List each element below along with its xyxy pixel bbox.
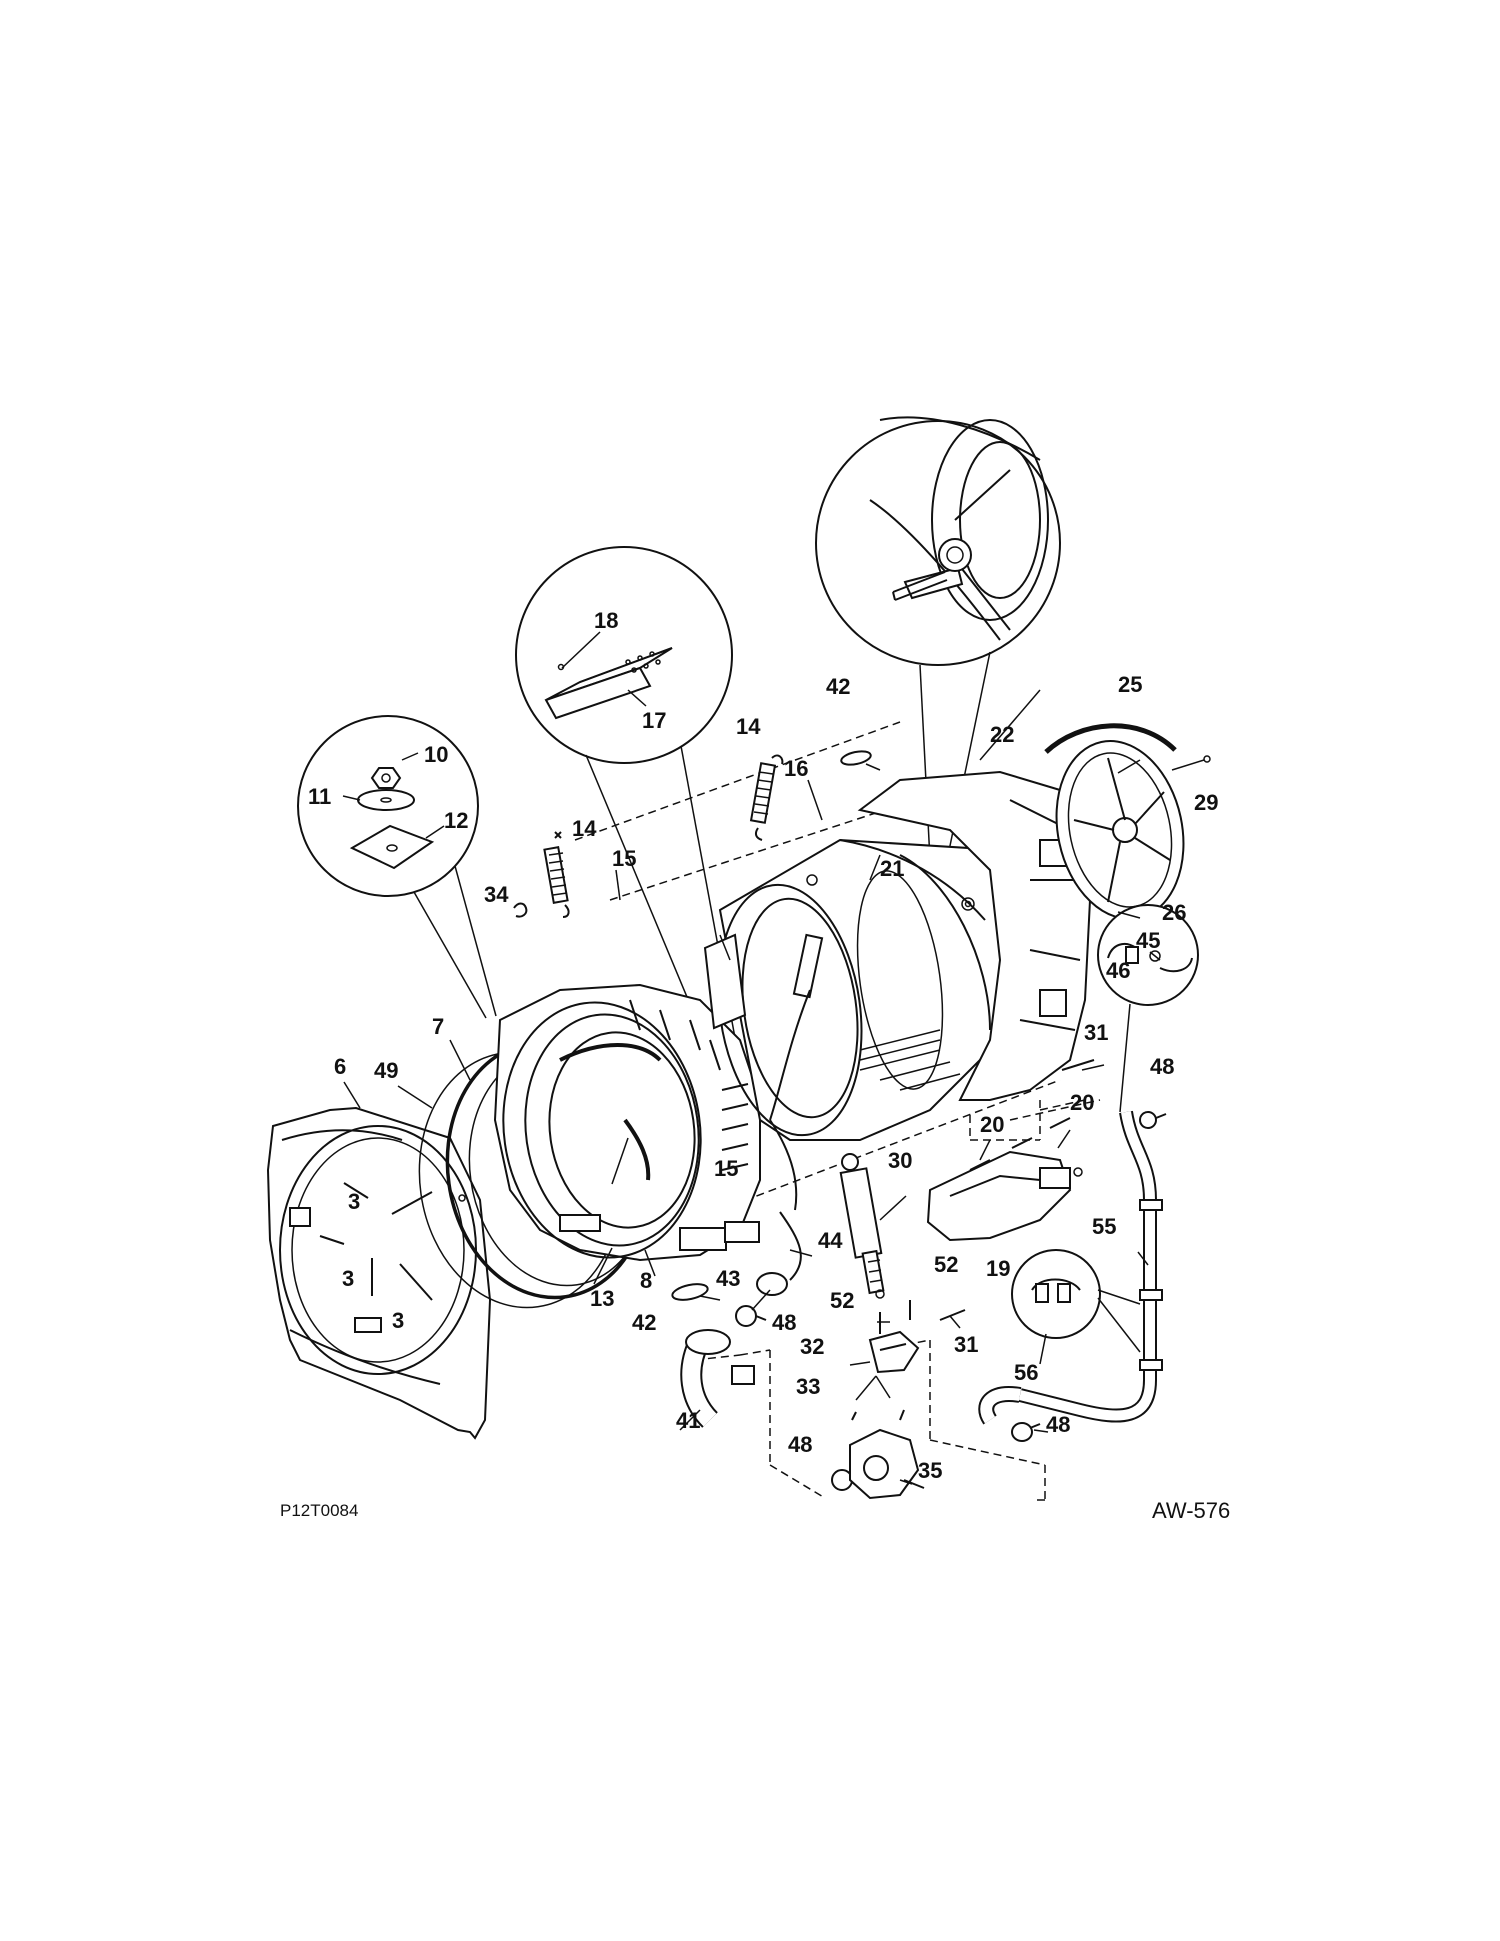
- callout-49: 49: [374, 1058, 398, 1083]
- drain-elbow-41: [680, 1329, 755, 1428]
- callout-22: 22: [990, 722, 1014, 747]
- callout-16: 16: [784, 756, 808, 781]
- callout-26: 26: [1162, 900, 1186, 925]
- callout-34: 34: [484, 882, 509, 907]
- callout-20a: 20: [980, 1112, 1004, 1137]
- sensor-43: [756, 1211, 802, 1296]
- callout-14b: 14: [736, 714, 761, 739]
- callout-25: 25: [1118, 672, 1142, 697]
- callout-12: 12: [444, 808, 468, 833]
- callout-56: 56: [1014, 1360, 1038, 1385]
- callout-19: 19: [986, 1256, 1010, 1281]
- callout-42b: 42: [632, 1310, 656, 1335]
- clip-34: [513, 902, 528, 918]
- callout-48a: 48: [1150, 1054, 1174, 1079]
- callout-3c: 3: [392, 1308, 404, 1333]
- callout-29: 29: [1194, 790, 1218, 815]
- inner-drum: [703, 838, 1012, 1211]
- callout-48b: 48: [772, 1310, 796, 1335]
- callout-3a: 3: [348, 1189, 360, 1214]
- callout-32: 32: [800, 1334, 824, 1359]
- drain-pump: [849, 1409, 925, 1500]
- callout-52a: 52: [934, 1252, 958, 1277]
- spring-left: [543, 831, 570, 918]
- callout-7: 7: [432, 1014, 444, 1039]
- callout-15a: 15: [612, 846, 636, 871]
- callout-18: 18: [594, 608, 618, 633]
- leader-lines: [343, 689, 1149, 1485]
- callout-30: 30: [888, 1148, 912, 1173]
- drain-hose: [978, 1110, 1163, 1425]
- callout-13: 13: [590, 1286, 614, 1311]
- drawing-code-right: AW-576: [1152, 1498, 1230, 1523]
- callout-11: 11: [308, 784, 331, 809]
- o-ring-top: [840, 750, 872, 766]
- callout-15b: 15: [714, 1156, 738, 1181]
- callout-6: 6: [334, 1054, 346, 1079]
- callout-14a: 14: [572, 816, 597, 841]
- motor: [926, 1117, 1083, 1242]
- detail-circle-drum-shaft: [815, 416, 1061, 871]
- pump-bracket-32: [868, 1330, 920, 1374]
- screw-52: [879, 1300, 911, 1334]
- callout-17: 17: [642, 708, 666, 733]
- callout-8: 8: [640, 1268, 652, 1293]
- callout-35: 35: [918, 1458, 942, 1483]
- callout-10: 10: [424, 742, 448, 767]
- callout-52b: 52: [830, 1288, 854, 1313]
- o-ring-bottom: [671, 1283, 709, 1301]
- callout-42a: 42: [826, 674, 850, 699]
- drum-perforations: [859, 1029, 961, 1091]
- detail-circle-hose-clip: [1011, 1249, 1141, 1353]
- callout-31b: 31: [954, 1332, 978, 1357]
- rear-tub: [857, 770, 1092, 1101]
- callout-31a: 31: [1084, 1020, 1108, 1045]
- spring-right: [749, 754, 784, 841]
- callout-33: 33: [796, 1374, 820, 1399]
- pulley-belt: [1044, 723, 1211, 920]
- shock-absorber: [839, 1153, 885, 1299]
- callout-3b: 3: [342, 1266, 354, 1291]
- drawing-code-left: P12T0084: [280, 1501, 358, 1520]
- screw-31: [939, 1059, 1095, 1321]
- callout-43: 43: [716, 1266, 740, 1291]
- detail-circle-fitting: [1097, 904, 1199, 1113]
- callout-48c: 48: [788, 1432, 812, 1457]
- callout-46: 46: [1106, 958, 1130, 983]
- tub-bolts-upper: [629, 999, 721, 1071]
- callout-41: 41: [676, 1408, 700, 1433]
- callout-21: 21: [880, 856, 904, 881]
- callout-55: 55: [1092, 1214, 1116, 1239]
- tub-bolts-lower: [721, 1083, 749, 1171]
- detail-circle-nut-washer: [297, 715, 497, 1019]
- callout-45: 45: [1136, 928, 1160, 953]
- callout-labels: 3 3 3 6 7 8 10 11 12 13 14 14 15 15 16 1…: [308, 608, 1218, 1483]
- callout-44: 44: [818, 1228, 843, 1253]
- callout-20b: 20: [1070, 1090, 1094, 1115]
- front-panel: [266, 1106, 492, 1440]
- callout-48d: 48: [1046, 1412, 1070, 1437]
- front-tub: [493, 983, 761, 1262]
- paddle-holes: [625, 651, 661, 673]
